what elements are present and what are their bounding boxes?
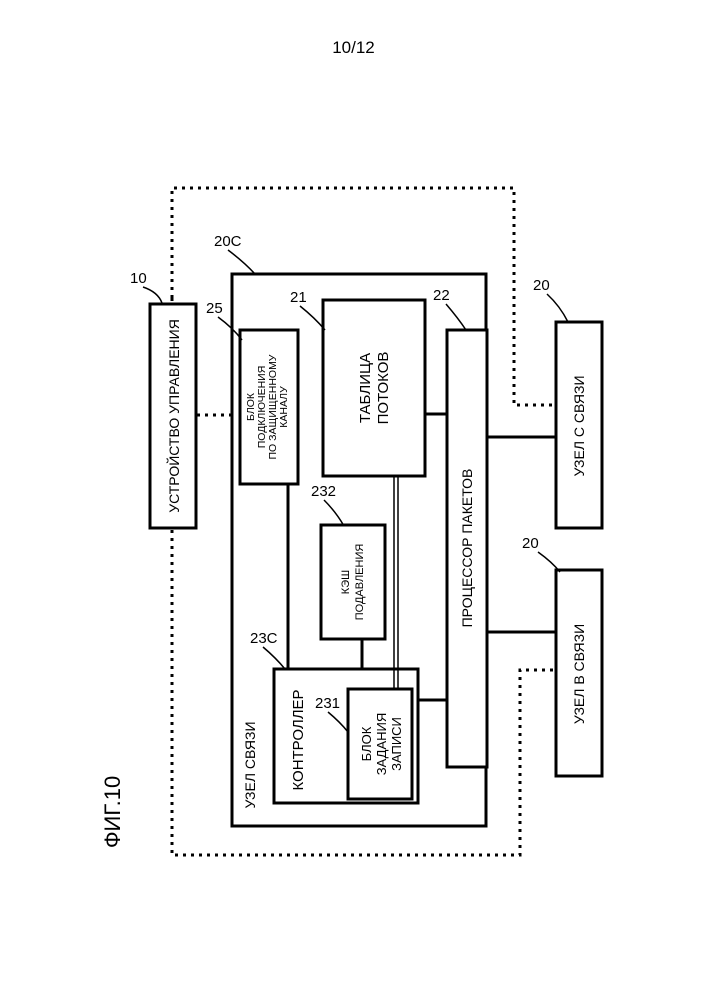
controller-ref: 23C xyxy=(250,630,278,647)
flow-table-line-1: ТАБЛИЦА xyxy=(357,353,374,423)
suppression-cache-ref: 232 xyxy=(311,483,336,500)
comm-node-b-leader xyxy=(538,552,560,572)
suppression-cache-line-2: ПОДАВЛЕНИЯ xyxy=(354,544,366,621)
record-setting-block-ref: 231 xyxy=(315,695,340,712)
packet-processor-label: ПРОЦЕССОР ПАКЕТОВ xyxy=(459,469,475,628)
management-device-leader xyxy=(143,287,162,303)
secure-channel-line-4: КАНАЛУ xyxy=(278,386,290,428)
flow-table-box xyxy=(323,300,425,476)
record-setting-line-1: БЛОК xyxy=(359,726,374,761)
comm-node-main-label: УЗЕЛ СВЯЗИ xyxy=(242,721,258,808)
comm-node-b-ref: 20 xyxy=(522,535,539,552)
record-setting-line-3: ЗАПИСИ xyxy=(389,717,404,771)
suppression-cache-box xyxy=(321,525,385,639)
comm-node-main-ref: 20C xyxy=(214,233,242,250)
flow-table-ref: 21 xyxy=(290,289,307,306)
packet-processor-ref: 22 xyxy=(433,287,450,304)
comm-node-c-label: УЗЕЛ С СВЯЗИ xyxy=(571,375,587,476)
figure-label: ФИГ.10 xyxy=(100,776,125,848)
management-device-label: УСТРОЙСТВО УПРАВЛЕНИЯ xyxy=(165,319,182,513)
comm-node-c-ref: 20 xyxy=(533,277,550,294)
suppression-cache-line-1: КЭШ xyxy=(340,570,352,594)
comm-node-c-leader xyxy=(547,294,568,322)
comm-node-b-label: УЗЕЛ В СВЯЗИ xyxy=(571,624,587,724)
controller-label: КОНТРОЛЛЕР xyxy=(290,689,307,790)
secure-channel-block-ref: 25 xyxy=(206,300,223,317)
flow-table-line-2: ПОТОКОВ xyxy=(375,352,392,425)
management-device-ref: 10 xyxy=(130,270,147,287)
record-setting-line-2: ЗАДАНИЯ xyxy=(374,713,389,776)
comm-node-main-leader xyxy=(228,250,255,274)
